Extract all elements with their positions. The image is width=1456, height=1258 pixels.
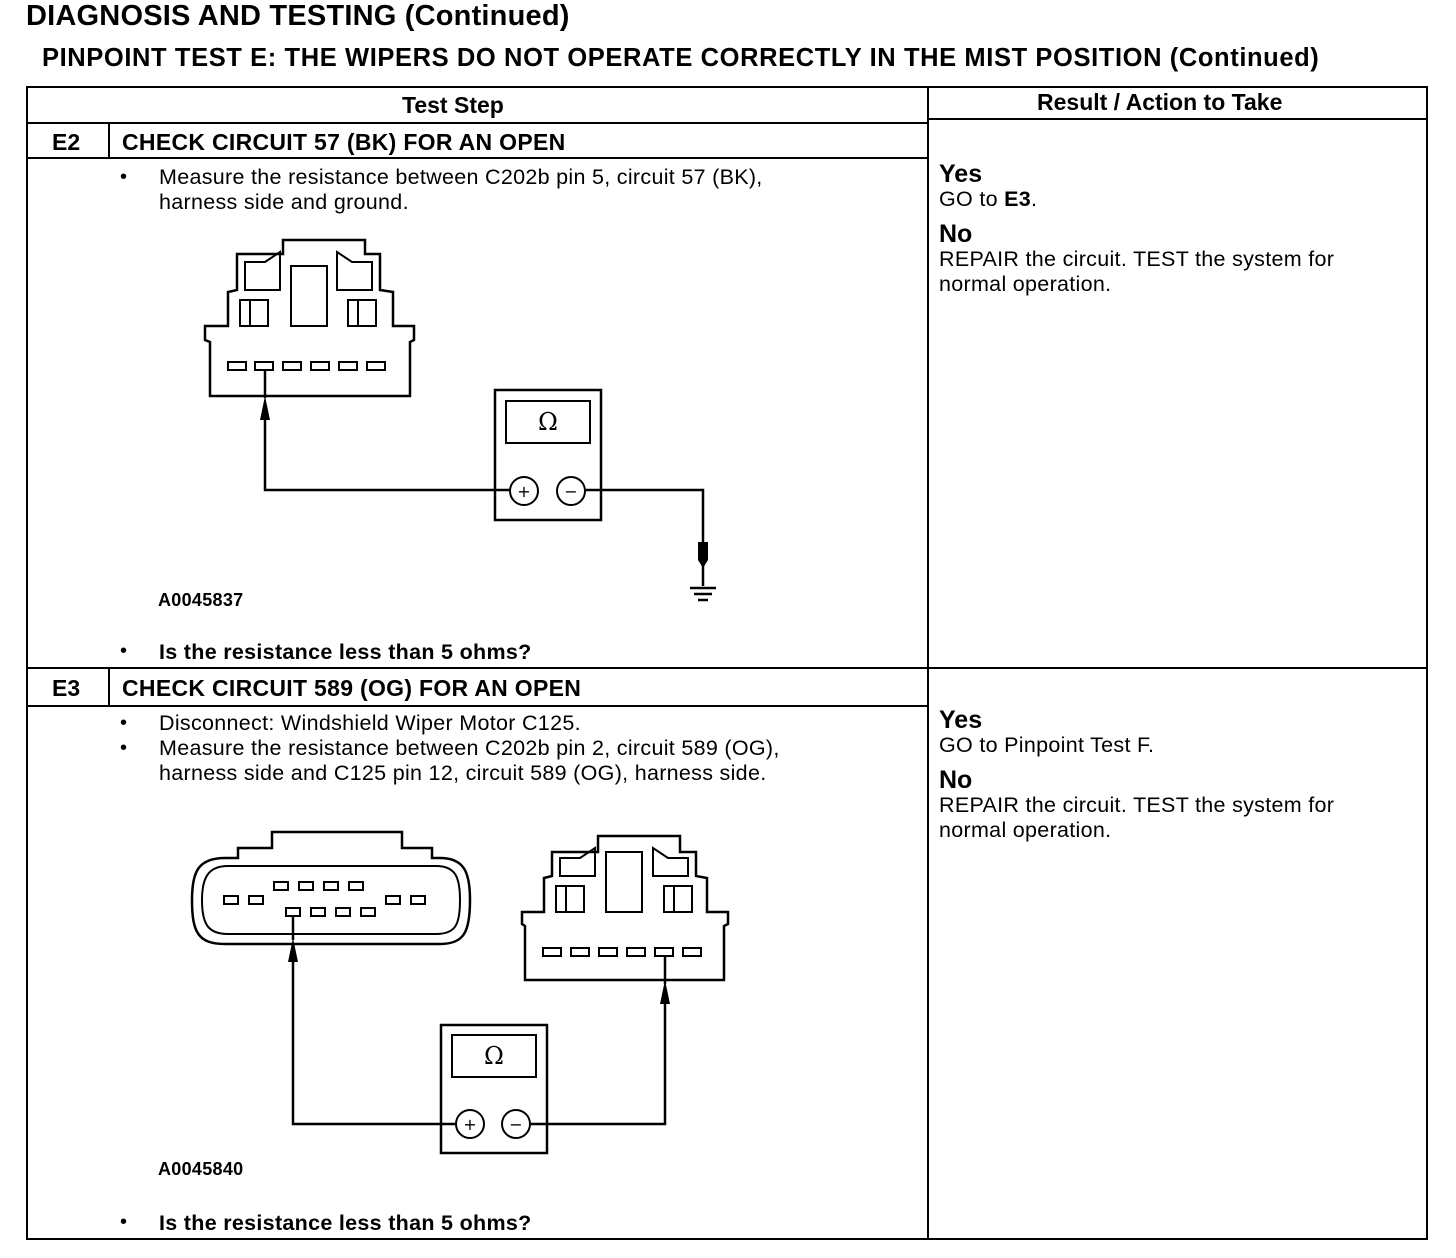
row-divider-e2-e3	[26, 667, 1428, 669]
ohmmeter-icon	[493, 388, 603, 522]
step-id-divider-e2	[108, 122, 110, 158]
result-no-label-e3: No	[939, 766, 973, 794]
table-border-right	[1426, 86, 1428, 1240]
table-border-bottom	[26, 1238, 1428, 1240]
pinpoint-test-table: Test Step Result / Action to Take E2 CHE…	[26, 86, 1428, 1240]
instruction-e3-2-line-1: Measure the resistance between C202b pin…	[159, 736, 780, 760]
ground-icon	[690, 542, 716, 602]
step-title-e3: CHECK CIRCUIT 589 (OG) FOR AN OPEN	[122, 675, 582, 701]
question-e2: Is the resistance less than 5 ohms?	[159, 640, 532, 664]
step-title-divider-e3	[26, 705, 929, 707]
minus-terminal-label: −	[509, 1115, 522, 1134]
test-probe-icon	[660, 956, 670, 1004]
page-title: DIAGNOSIS AND TESTING (Continued)	[26, 0, 570, 32]
bullet: •	[120, 712, 128, 734]
instruction-e3-1: Disconnect: Windshield Wiper Motor C125.	[159, 711, 581, 735]
instruction-e2-line-2: harness side and ground.	[159, 190, 409, 214]
ohm-symbol: Ω	[484, 1042, 504, 1070]
test-lead-wire	[263, 420, 510, 492]
test-lead-wire-c202b	[531, 1004, 667, 1126]
header-row-divider-left	[26, 122, 929, 124]
column-divider	[927, 86, 929, 1240]
result-yes-label-e2: Yes	[939, 160, 983, 188]
result-yes-suffix-e2: .	[1031, 187, 1038, 211]
result-no-action-e2-line-2: normal operation.	[939, 272, 1112, 296]
result-yes-label-e3: Yes	[939, 706, 983, 734]
plus-terminal-label: +	[463, 1115, 476, 1134]
result-yes-action-e3: GO to Pinpoint Test F.	[939, 733, 1155, 757]
step-id-e3: E3	[52, 675, 81, 701]
result-yes-action-e2: GO to E3.	[939, 187, 1037, 212]
bullet: •	[120, 640, 128, 662]
result-no-label-e2: No	[939, 220, 973, 248]
bullet: •	[120, 166, 128, 188]
connector-c202b-icon	[520, 834, 730, 982]
figure-id-e3: A0045840	[158, 1159, 244, 1179]
header-row-divider-right	[927, 118, 1428, 120]
minus-terminal-label: −	[564, 482, 577, 501]
bullet: •	[120, 1211, 128, 1233]
ohm-symbol: Ω	[538, 408, 558, 436]
pinpoint-test-title: PINPOINT TEST E: THE WIPERS DO NOT OPERA…	[42, 44, 1320, 72]
question-e3: Is the resistance less than 5 ohms?	[159, 1211, 532, 1235]
bullet: •	[120, 737, 128, 759]
result-no-action-e2-line-1: REPAIR the circuit. TEST the system for	[939, 247, 1335, 271]
step-title-divider-e2	[26, 157, 929, 159]
result-no-action-e3-line-1: REPAIR the circuit. TEST the system for	[939, 793, 1335, 817]
step-id-e2: E2	[52, 129, 81, 155]
connector-c202b-icon	[203, 238, 416, 398]
result-yes-prefix-e2: GO to	[939, 187, 1005, 211]
step-id-divider-e3	[108, 667, 110, 707]
result-yes-target-e2: E3	[1004, 187, 1032, 211]
ohmmeter-icon	[439, 1023, 549, 1155]
instruction-e3-2-line-2: harness side and C125 pin 12, circuit 58…	[159, 761, 767, 785]
table-border-left	[26, 86, 28, 1240]
result-no-action-e3-line-2: normal operation.	[939, 818, 1112, 842]
test-lead-wire-c125	[291, 962, 457, 1126]
connector-c125-icon	[190, 830, 472, 946]
test-probe-icon	[260, 370, 270, 420]
ground-lead-wire	[586, 488, 705, 545]
instruction-e2-line-1: Measure the resistance between C202b pin…	[159, 165, 763, 189]
test-probe-icon	[288, 916, 298, 962]
step-title-e2: CHECK CIRCUIT 57 (BK) FOR AN OPEN	[122, 129, 566, 155]
table-border-top	[26, 86, 1428, 88]
column-header-test-step: Test Step	[402, 92, 504, 118]
figure-id-e2: A0045837	[158, 590, 244, 610]
plus-terminal-label: +	[517, 482, 530, 501]
column-header-result: Result / Action to Take	[1037, 89, 1283, 115]
